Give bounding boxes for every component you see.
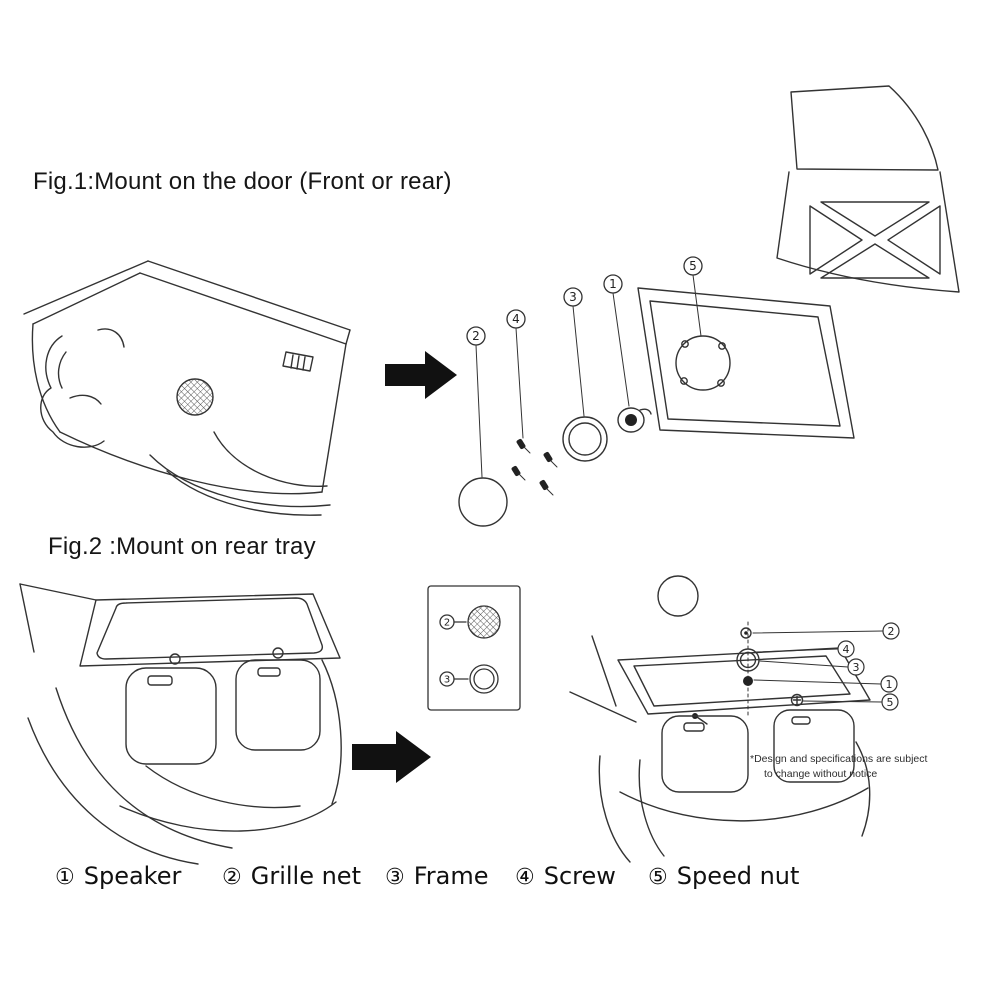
- exploded-speaker: [743, 676, 753, 686]
- part-screws: [511, 438, 553, 491]
- legend-item-screw: ④ Screw: [515, 862, 616, 890]
- fig2-callout-speaker: 1: [880, 675, 898, 693]
- fig1-exploded-parts: [458, 274, 855, 527]
- fig2-caption: Fig.2 :Mount on rear tray: [48, 533, 316, 560]
- svg-text:1: 1: [886, 678, 893, 691]
- spec-footnote: *Design and specifications are subject t…: [750, 752, 927, 782]
- fig2-exploded-tray-drawing: [569, 575, 884, 863]
- legend-label-frame: Frame: [413, 862, 489, 890]
- panel-callout-frame: 3: [439, 671, 455, 687]
- tray-top: [79, 593, 341, 667]
- legend-item-grille-net: ② Grille net: [222, 862, 361, 890]
- fig1-leader-lines: [475, 274, 702, 478]
- part-grille-net: [458, 477, 508, 527]
- fig1-car-door-drawing: [776, 85, 960, 293]
- fig2-leader-lines: [752, 630, 884, 703]
- legend-num-screw: ④: [515, 865, 535, 890]
- legend-num-speaker: ①: [55, 865, 75, 890]
- svg-text:2: 2: [472, 329, 480, 343]
- legend-item-frame: ③ Frame: [385, 862, 489, 890]
- fig1-caption: Fig.1:Mount on the door (Front or rear): [33, 168, 452, 195]
- fig2-callout-speednut: 5: [881, 693, 899, 711]
- part-speaker: [617, 407, 645, 433]
- legend-num-speed-nut: ⑤: [648, 865, 668, 890]
- panel-frame-ring: [469, 664, 499, 694]
- fig2-callouts: 2 4 3 1 5: [837, 622, 900, 711]
- legend-label-screw: Screw: [543, 862, 616, 890]
- svg-text:4: 4: [843, 643, 850, 656]
- fig1-arrow: [385, 351, 457, 399]
- parts-legend: ① Speaker ② Grille net ③ Frame ④ Screw ⑤ Spee…: [0, 862, 1001, 904]
- panel-grille-net: [467, 605, 501, 639]
- fig1-callout-speaker: 1: [603, 274, 623, 294]
- svg-text:1: 1: [609, 277, 617, 291]
- exploded-speednut: [790, 693, 804, 707]
- headrest-right: [773, 709, 855, 783]
- legend-num-frame: ③: [385, 865, 405, 890]
- svg-text:3: 3: [444, 675, 450, 686]
- legend-item-speaker: ① Speaker: [55, 862, 181, 890]
- svg-text:3: 3: [853, 661, 860, 674]
- fig1-door-interior-drawing: [23, 260, 351, 516]
- fig2-callout-frame: 3: [847, 658, 865, 676]
- door-body: [776, 171, 960, 293]
- fig2-callout-screw: 4: [837, 640, 855, 658]
- fig1-callout-speednut: 5: [683, 256, 703, 276]
- legend-item-speed-nut: ⑤ Speed nut: [648, 862, 799, 890]
- part-frame: [562, 416, 608, 462]
- fig2-callout-grille: 2: [882, 622, 900, 640]
- fig1-callouts: 2 4 3 1 5: [466, 256, 703, 346]
- part-mount-panel: [637, 287, 855, 439]
- fig2-rear-tray-drawing: [19, 583, 342, 865]
- headrest-left: [661, 715, 749, 793]
- svg-text:5: 5: [689, 259, 697, 273]
- svg-text:2: 2: [444, 618, 450, 629]
- door-vent: [282, 351, 314, 372]
- svg-text:2: 2: [888, 625, 895, 638]
- headrest-right: [235, 659, 321, 751]
- spec-footnote-line2: to change without notice: [764, 768, 878, 781]
- fig2-arrow: [352, 731, 431, 783]
- legend-label-speaker: Speaker: [83, 862, 182, 890]
- svg-text:5: 5: [887, 696, 894, 709]
- exploded-frame: [736, 648, 760, 672]
- svg-text:4: 4: [512, 312, 520, 326]
- door-window: [790, 85, 939, 171]
- svg-text:3: 3: [569, 290, 577, 304]
- legend-label-speed-nut: Speed nut: [676, 862, 800, 890]
- spec-footnote-line1: *Design and specifications are subject: [750, 753, 928, 765]
- fig1-callout-screw: 4: [506, 309, 526, 329]
- headrest-left: [125, 667, 217, 765]
- legend-num-grille-net: ②: [222, 865, 242, 890]
- panel-callout-grille: 2: [439, 614, 455, 630]
- legend-label-grille-net: Grille net: [250, 862, 361, 890]
- fig2-parts-panel: 2 3: [427, 585, 521, 711]
- panel-speaker-hole: [675, 335, 731, 391]
- fig1-callout-grille: 2: [466, 326, 486, 346]
- fig1-callout-frame: 3: [563, 287, 583, 307]
- exploded-grille: [657, 575, 699, 617]
- door-speaker-grille: [176, 378, 214, 416]
